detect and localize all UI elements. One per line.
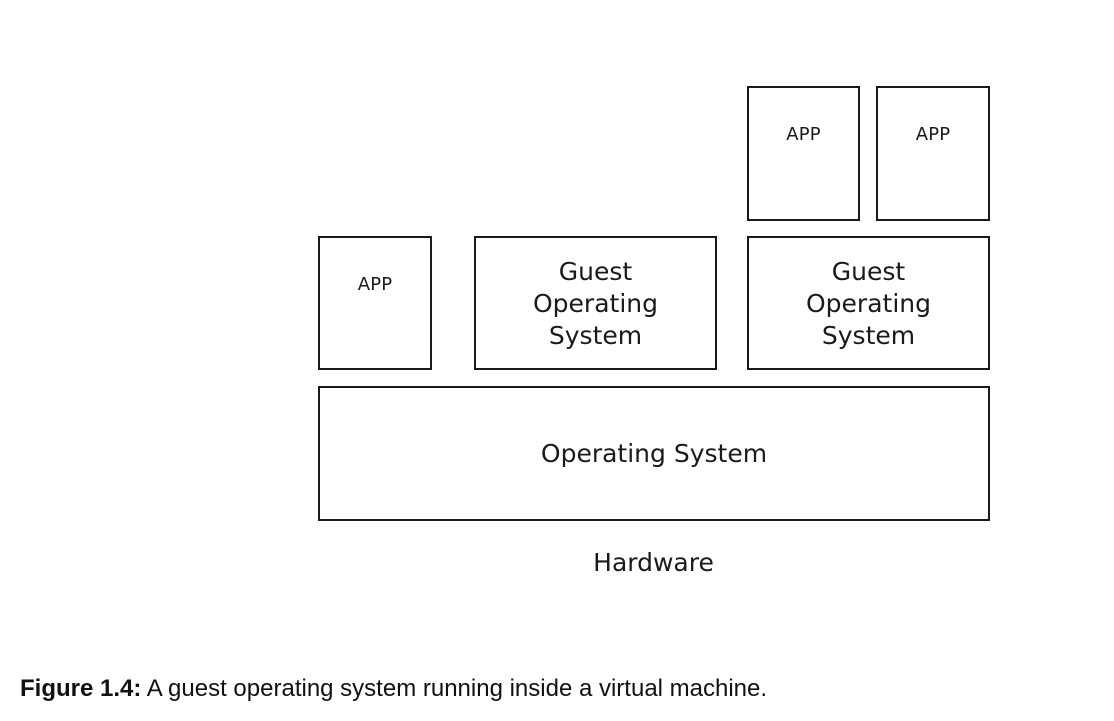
- guest-os-line: Guest: [831, 257, 906, 286]
- figure-caption: Figure 1.4: A guest operating system run…: [20, 675, 767, 703]
- guest-os-label: Guest Operating System: [749, 256, 988, 352]
- app-label: APP: [915, 124, 951, 145]
- app-label: APP: [357, 274, 393, 295]
- app-box-left: APP: [318, 236, 432, 370]
- app-box-top-2: APP: [876, 86, 990, 221]
- figure-caption-label: Figure 1.4:: [20, 675, 142, 702]
- guest-os-line: Operating: [533, 289, 658, 318]
- hardware-label: Hardware: [593, 548, 714, 577]
- app-box-top-1: APP: [747, 86, 860, 221]
- guest-os-line: Operating: [806, 289, 931, 318]
- host-os-box: Operating System: [318, 386, 990, 521]
- guest-os-line: Guest: [558, 257, 633, 286]
- guest-os-label: Guest Operating System: [476, 256, 715, 352]
- guest-os-box-2: Guest Operating System: [747, 236, 990, 370]
- host-os-label: Operating System: [540, 439, 768, 468]
- guest-os-box-1: Guest Operating System: [474, 236, 717, 370]
- guest-os-line: System: [548, 321, 643, 350]
- guest-os-line: System: [821, 321, 916, 350]
- app-label: APP: [786, 124, 821, 145]
- figure-caption-text: A guest operating system running inside …: [146, 675, 768, 702]
